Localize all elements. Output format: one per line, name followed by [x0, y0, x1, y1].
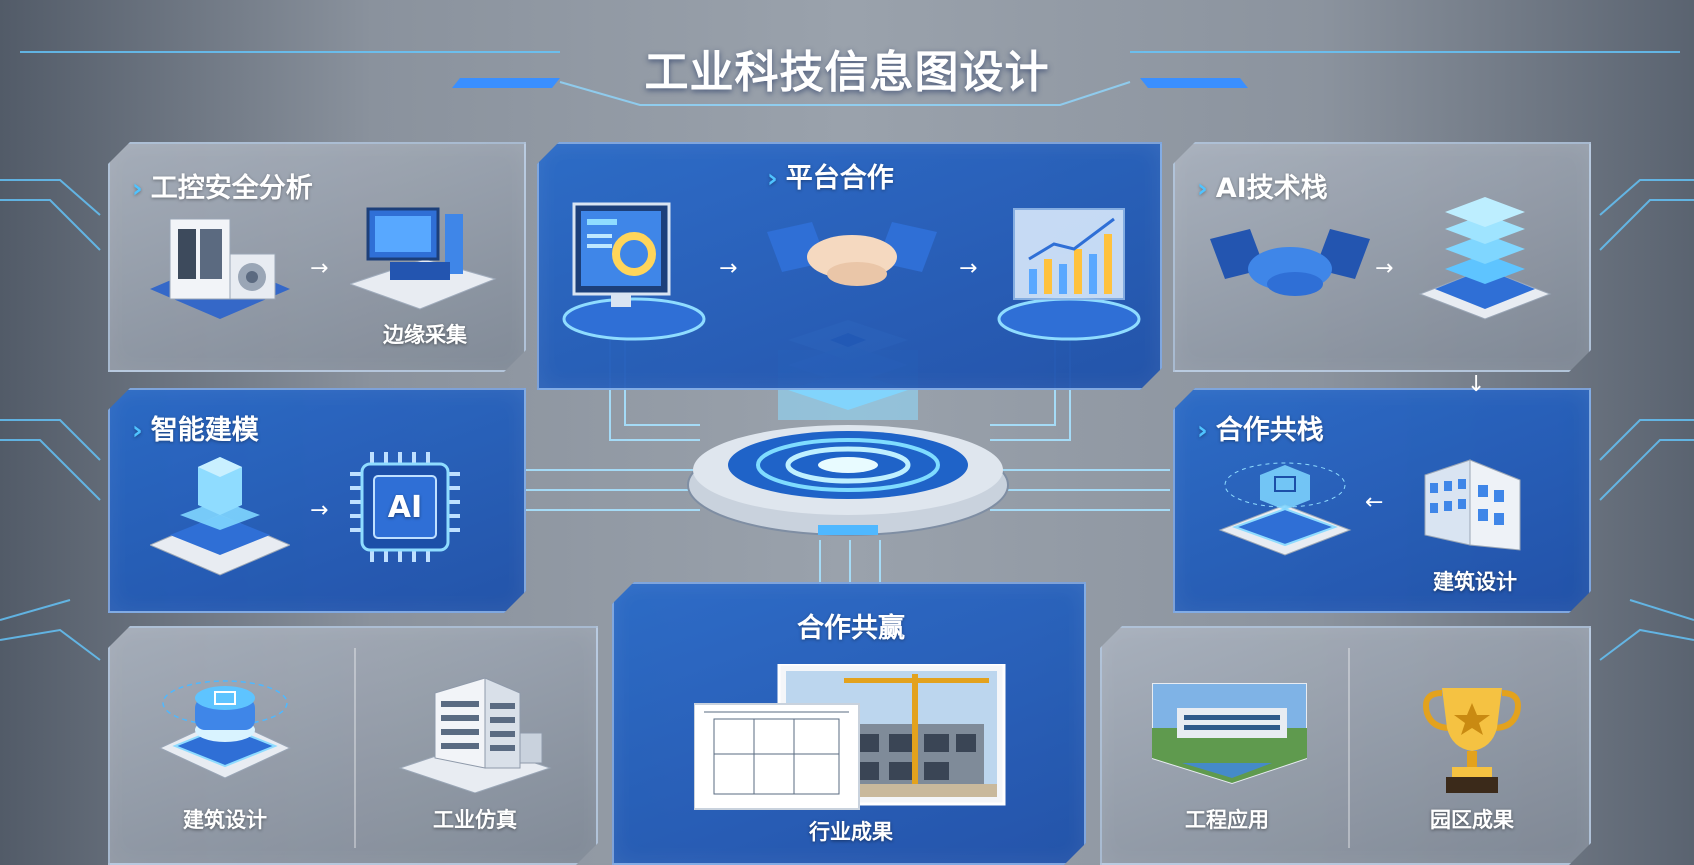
- building-icon: [1410, 445, 1540, 555]
- chevron-right-icon: ›: [1197, 416, 1208, 446]
- server-cabinet-icon: [150, 209, 290, 329]
- cube-model-icon: [150, 455, 290, 585]
- panel-security: ›工控安全分析 → 边缘采集: [108, 142, 526, 372]
- arrow-right-icon: →: [959, 256, 978, 281]
- panel-platform: ›平台合作 → →: [537, 142, 1162, 390]
- divider: [354, 648, 356, 848]
- bar-chart-screen-icon: [994, 204, 1144, 344]
- arrow-right-icon: →: [310, 498, 329, 523]
- label-industry-results: 行业成果: [809, 820, 893, 844]
- panel-ai-stack: ›AI技术栈 →: [1173, 142, 1591, 372]
- panel-co-stack: ›合作共栈 ← 建筑设计: [1173, 388, 1591, 613]
- panel-bottom-right: 工程应用 园区成果: [1100, 626, 1591, 865]
- page-title: 工业科技信息图设计: [644, 47, 1050, 98]
- trophy-icon: [1422, 683, 1522, 798]
- arrow-left-icon: ←: [1365, 490, 1384, 515]
- panel-win-title: 合作共赢: [797, 613, 905, 644]
- handshake-icon: [767, 212, 937, 302]
- divider: [1348, 648, 1350, 848]
- chevron-right-icon: ›: [1197, 174, 1208, 204]
- hologram-pad-icon: [1215, 455, 1355, 565]
- arrow-right-icon: →: [719, 256, 738, 281]
- office-building-icon: [395, 673, 555, 793]
- label-engineering-app: 工程应用: [1185, 808, 1269, 832]
- ai-chip-text: AI: [387, 490, 423, 525]
- handshake-blue-icon: [1210, 224, 1370, 314]
- blueprint-photo-icon: [694, 664, 1014, 814]
- label-park-results: 园区成果: [1430, 808, 1514, 832]
- chevron-right-icon: ›: [767, 164, 778, 194]
- label-industrial-sim: 工业仿真: [433, 808, 517, 832]
- arrow-right-icon: →: [1375, 256, 1394, 281]
- panel-bottom-left: 建筑设计 工业仿真: [108, 626, 598, 865]
- chevron-right-icon: ›: [132, 174, 143, 204]
- ai-chip-icon: [350, 452, 460, 562]
- chevron-right-icon: ›: [132, 416, 143, 446]
- arrow-down-icon: ↓: [1467, 372, 1486, 397]
- panel-modeling-title: ›智能建模: [132, 415, 259, 446]
- panel-platform-title: ›平台合作: [767, 163, 894, 194]
- label-building-design-2: 建筑设计: [183, 808, 267, 832]
- label-building-design: 建筑设计: [1433, 570, 1517, 594]
- stacked-layers-icon: [1410, 194, 1560, 329]
- dashboard-monitor-icon: [559, 199, 709, 349]
- panel-modeling: ›智能建模 → AI: [108, 388, 526, 613]
- edge-terminal-icon: [350, 204, 500, 314]
- arrow-right-icon: →: [310, 256, 329, 281]
- panel-security-title: ›工控安全分析: [132, 173, 313, 204]
- design-device-icon: [155, 668, 295, 788]
- campus-photo-icon: [1152, 683, 1307, 788]
- panel-win: 合作共赢 行业成果: [612, 582, 1086, 865]
- panel-ai-stack-title: ›AI技术栈: [1197, 173, 1328, 204]
- label-edge-collect: 边缘采集: [383, 323, 467, 347]
- panel-co-stack-title: ›合作共栈: [1197, 415, 1324, 446]
